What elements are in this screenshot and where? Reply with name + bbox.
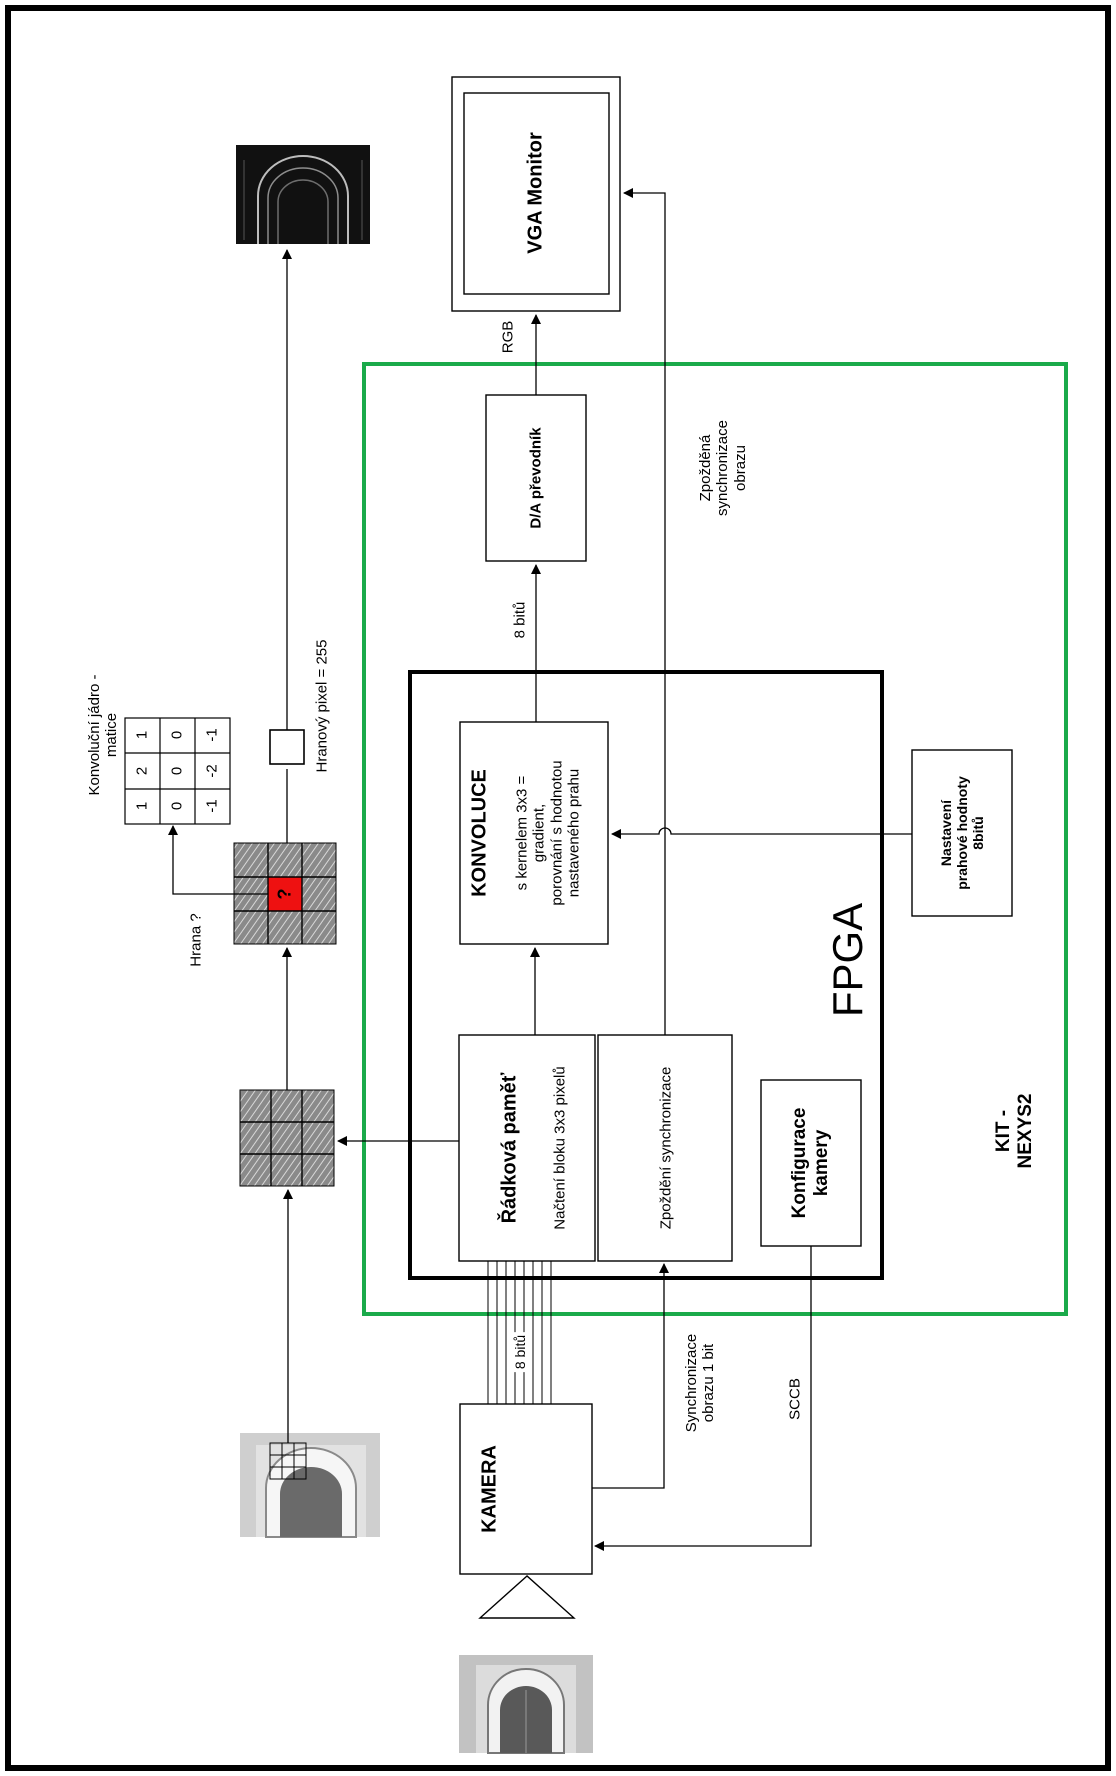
edge-pixel-label: Hranový pixel = 255 — [313, 639, 331, 773]
kernel-cell: -2 — [203, 764, 221, 778]
output-8bit-label: 8 bitů — [511, 601, 529, 639]
highlight-cell — [268, 877, 302, 911]
convolution-block — [459, 721, 609, 945]
convolution-description: s kernelem 3x3 = gradient, porovnání s h… — [513, 760, 583, 906]
kernel-cell: 1 — [133, 801, 151, 811]
kernel-cell: -1 — [203, 728, 221, 742]
kit-frame — [362, 362, 1068, 1316]
vga-monitor-screen — [463, 92, 610, 295]
page-frame — [5, 5, 1111, 1771]
highlight-question-mark: ? — [274, 888, 295, 900]
sync-delay-label: Zpoždění synchronizace — [657, 1066, 675, 1230]
kernel-cell: -1 — [203, 799, 221, 813]
camera-config-block — [760, 1079, 862, 1247]
threshold-block — [911, 749, 1013, 917]
kernel-cell: 1 — [133, 730, 151, 740]
vga-monitor-label: VGA Monitor — [524, 132, 547, 254]
delayed-sync-arrow — [623, 188, 666, 1035]
sync-1bit-label: Synchronizace obrazu 1 bit — [682, 1333, 717, 1433]
sccb-arrow — [594, 1246, 812, 1551]
sync-delay-block — [597, 1034, 733, 1262]
threshold-label: Nastavení prahové hodnoty 8bitů — [937, 776, 987, 890]
sccb-label: SCCB — [786, 1378, 804, 1420]
kernel-cell: 0 — [168, 801, 186, 811]
kit-label: KIT - NEXYS2 — [993, 1093, 1036, 1169]
edge-question-label: Hrana ? — [187, 913, 205, 967]
camera-label: KAMERA — [478, 1445, 501, 1533]
line-memory-block — [458, 1034, 596, 1262]
grayscale-photo-icon — [240, 1433, 380, 1538]
arch-portal-photo-icon — [459, 1655, 593, 1754]
convolution-title: KONVOLUCE — [468, 769, 491, 897]
da-converter-block — [485, 394, 587, 562]
rgb-label: RGB — [499, 320, 517, 354]
fpga-label: FPGA — [824, 902, 871, 1018]
kernel-cell: 0 — [168, 730, 186, 740]
edge-question-arrow — [168, 825, 268, 895]
threshold-arrow — [611, 827, 912, 839]
line-memory-title: Řádková paměť — [498, 1072, 521, 1224]
camera-config-label: Konfigurace kamery — [789, 1107, 832, 1219]
camera-block — [459, 1403, 593, 1575]
camera-lens-icon — [478, 1575, 576, 1619]
delayed-sync-label: Zpožděná synchronizace obrazu — [697, 420, 749, 516]
pixel-block-3x3 — [239, 1089, 335, 1187]
edge-pixel-box — [269, 729, 305, 765]
line-memory-subtitle: Načtení bloku 3x3 pixelů — [551, 1066, 569, 1230]
kernel-title: Konvoluční jádro - matice — [85, 674, 120, 796]
kernel-matrix — [124, 717, 231, 825]
kernel-cell: 0 — [168, 766, 186, 776]
fpga-frame — [408, 670, 884, 1280]
bus-8bit-label: 8 bitů — [512, 1331, 528, 1373]
edge-output-image — [236, 145, 370, 244]
kernel-cell: 2 — [133, 766, 151, 776]
da-converter-label: D/A převodník — [527, 427, 545, 529]
sync-arrow — [592, 1263, 669, 1489]
